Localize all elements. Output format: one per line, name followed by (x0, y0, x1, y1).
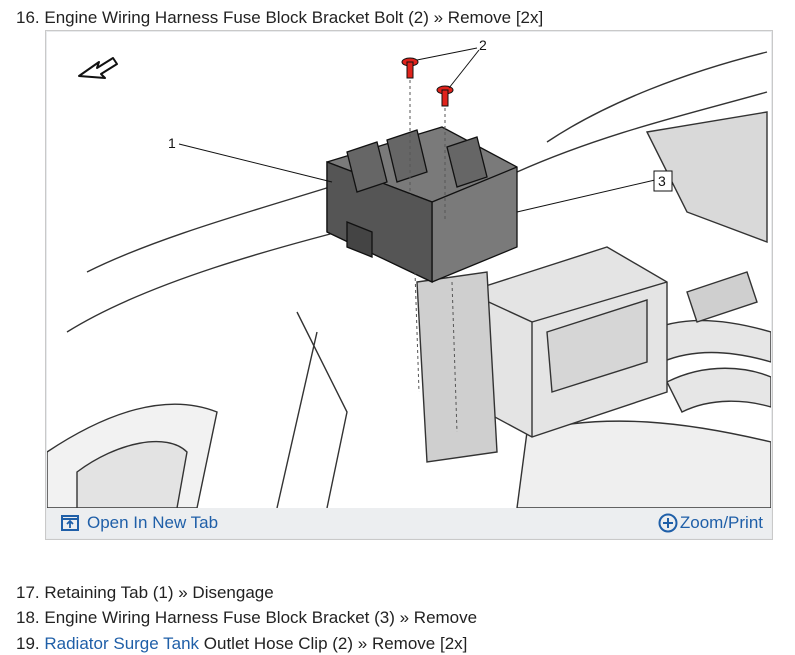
zoom-print-label: Zoom/Print (679, 513, 763, 532)
open-in-new-tab-button[interactable]: Open In New Tab (61, 513, 218, 533)
step-text: Outlet Hose Clip (2) » Remove [2x] (199, 634, 468, 653)
open-in-new-tab-label: Open In New Tab (87, 513, 219, 532)
step-19: 19. Radiator Surge Tank Outlet Hose Clip… (16, 634, 467, 654)
step-number: 18. (16, 608, 40, 627)
direction-arrow-icon (78, 57, 118, 79)
step-text: Engine Wiring Harness Fuse Block Bracket… (44, 8, 544, 27)
engine-bay-illustration: 1 2 3 (47, 37, 771, 508)
step-18: 18. Engine Wiring Harness Fuse Block Bra… (16, 608, 477, 628)
bolt-icon (436, 85, 454, 107)
plus-circle-icon (658, 513, 678, 533)
callout-1: 1 (168, 135, 176, 151)
callout-2: 2 (479, 37, 487, 53)
step-17: 17. Retaining Tab (1) » Disengage (16, 583, 274, 603)
step-number: 19. (16, 634, 40, 653)
bolt-icon (401, 57, 419, 79)
open-new-tab-icon (61, 515, 79, 531)
callout-3: 3 (658, 173, 666, 189)
illustration-figure: 1 2 3 Open In New Tab Zoom/Print (45, 30, 773, 540)
radiator-surge-tank-link[interactable]: Radiator Surge Tank (44, 634, 200, 653)
zoom-print-button[interactable]: Zoom/Print (658, 513, 763, 533)
step-16: 16. Engine Wiring Harness Fuse Block Bra… (16, 8, 543, 28)
step-number: 17. (16, 583, 40, 602)
figure-toolbar: Open In New Tab Zoom/Print (47, 508, 771, 538)
callout-3-box: 3 (653, 170, 673, 192)
illustration-canvas: 1 2 3 (47, 32, 771, 508)
step-number: 16. (16, 8, 40, 27)
step-text: Engine Wiring Harness Fuse Block Bracket… (44, 608, 478, 627)
fuse-block-bracket (326, 126, 518, 284)
step-text: Retaining Tab (1) » Disengage (44, 583, 274, 602)
